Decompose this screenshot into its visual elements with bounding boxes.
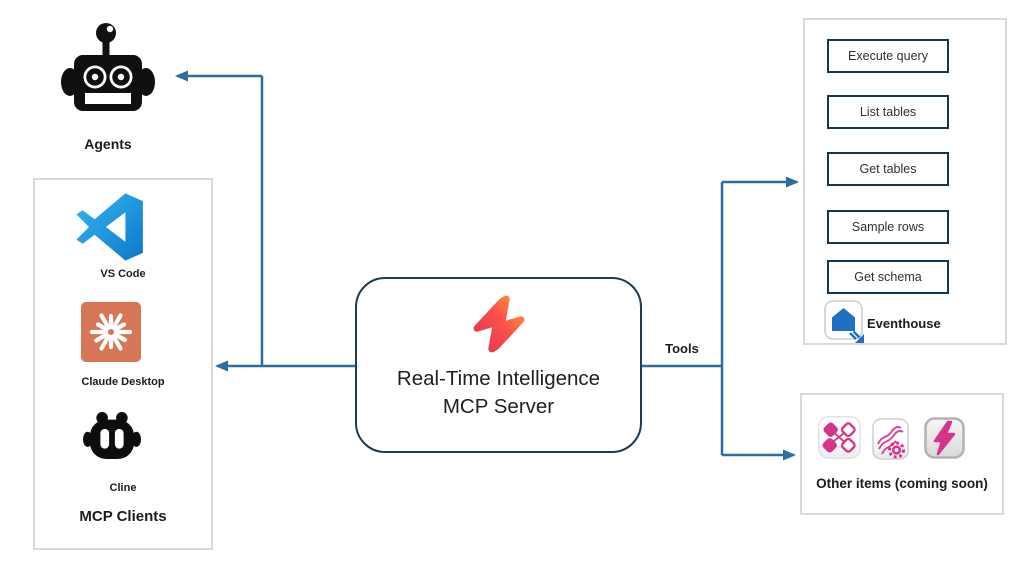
server-title-line1: Real-Time Intelligence (396, 367, 601, 390)
mcp-clients-panel: VS Code Claude Desktop (33, 178, 213, 550)
tools-panel: Execute query List tables Get tables Sam… (803, 18, 1007, 345)
tools-edge-label: Tools (665, 341, 699, 356)
eventhouse-icon (824, 300, 864, 343)
activator-bolt-icon (924, 417, 965, 459)
other-items-panel: Other items (coming soon) (800, 393, 1004, 515)
mcp-server-node: Real-Time Intelligence MCP Server (355, 277, 642, 453)
mcp-clients-title: MCP Clients (79, 508, 167, 525)
get-tables-button[interactable]: Get tables (827, 152, 949, 186)
sample-rows-button[interactable]: Sample rows (827, 210, 949, 244)
get-schema-button[interactable]: Get schema (827, 260, 949, 294)
server-title-line2: MCP Server (442, 394, 555, 418)
robot-icon (61, 23, 155, 111)
execute-query-button[interactable]: Execute query (827, 39, 949, 73)
claude-icon (81, 302, 141, 362)
cline-icon (83, 412, 141, 460)
real-time-intelligence-icon (473, 295, 524, 353)
list-tables-button[interactable]: List tables (827, 95, 949, 129)
server-title: Real-Time Intelligence MCP Server (397, 365, 600, 420)
other-items-label: Other items (coming soon) (816, 476, 988, 491)
stream-processing-gear-icon (872, 418, 909, 460)
eventstream-icon (818, 416, 861, 459)
agents-label: Agents (84, 136, 132, 152)
vscode-label: VS Code (100, 268, 146, 280)
cline-label: Cline (109, 482, 137, 494)
claude-desktop-label: Claude Desktop (81, 376, 165, 388)
vscode-icon (76, 193, 143, 261)
eventhouse-label: Eventhouse (867, 316, 941, 331)
